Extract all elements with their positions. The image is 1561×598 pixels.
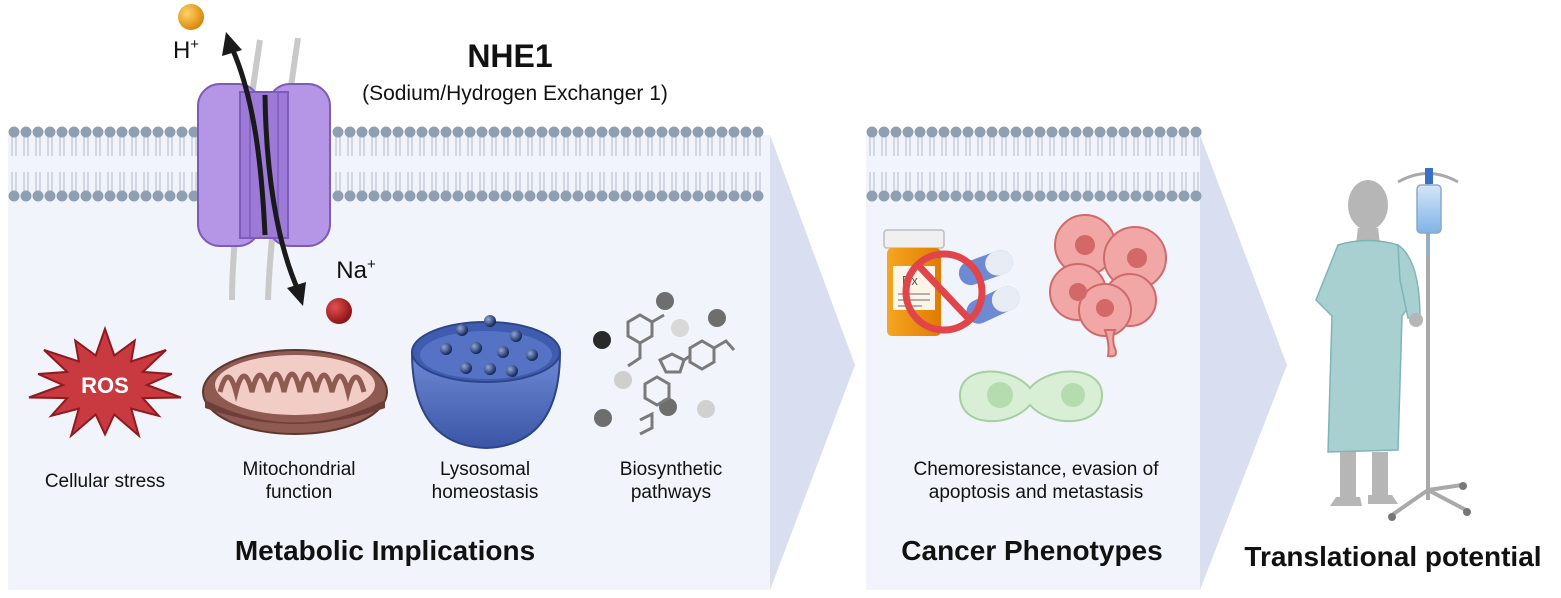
page-subtitle: (Sodium/Hydrogen Exchanger 1)	[362, 82, 668, 105]
ros-star-icon: ROS	[28, 325, 182, 439]
hydrogen-ion-label: H+	[172, 36, 200, 64]
sodium-ion	[326, 298, 352, 324]
patient-iv-icon	[1315, 168, 1471, 521]
page-title: NHE1	[467, 38, 553, 74]
mitochondrion-icon	[202, 349, 388, 435]
ros-label: ROS	[81, 373, 129, 398]
sodium-ion-label: Na+	[336, 256, 376, 284]
caption-cellular-stress: Cellular stress	[44, 471, 166, 492]
ion-flow-arrows	[222, 32, 306, 306]
hydrogen-ion	[178, 4, 204, 30]
cancer-phenotypes-title: Cancer Phenotypes	[901, 535, 1163, 566]
chemoresistance-drug-icon: Rx	[883, 229, 1020, 336]
metabolic-implications-title: Metabolic Implications	[234, 535, 536, 566]
tumor-cells-icon	[1049, 214, 1167, 358]
lysosome-icon	[410, 315, 562, 450]
translational-potential-title: Translational potential	[1244, 541, 1542, 572]
nhe1-transporter	[197, 37, 331, 301]
cancer-panel	[866, 135, 1200, 590]
dividing-cell-icon	[958, 370, 1104, 423]
biosynthetic-molecules-icon	[593, 292, 736, 436]
